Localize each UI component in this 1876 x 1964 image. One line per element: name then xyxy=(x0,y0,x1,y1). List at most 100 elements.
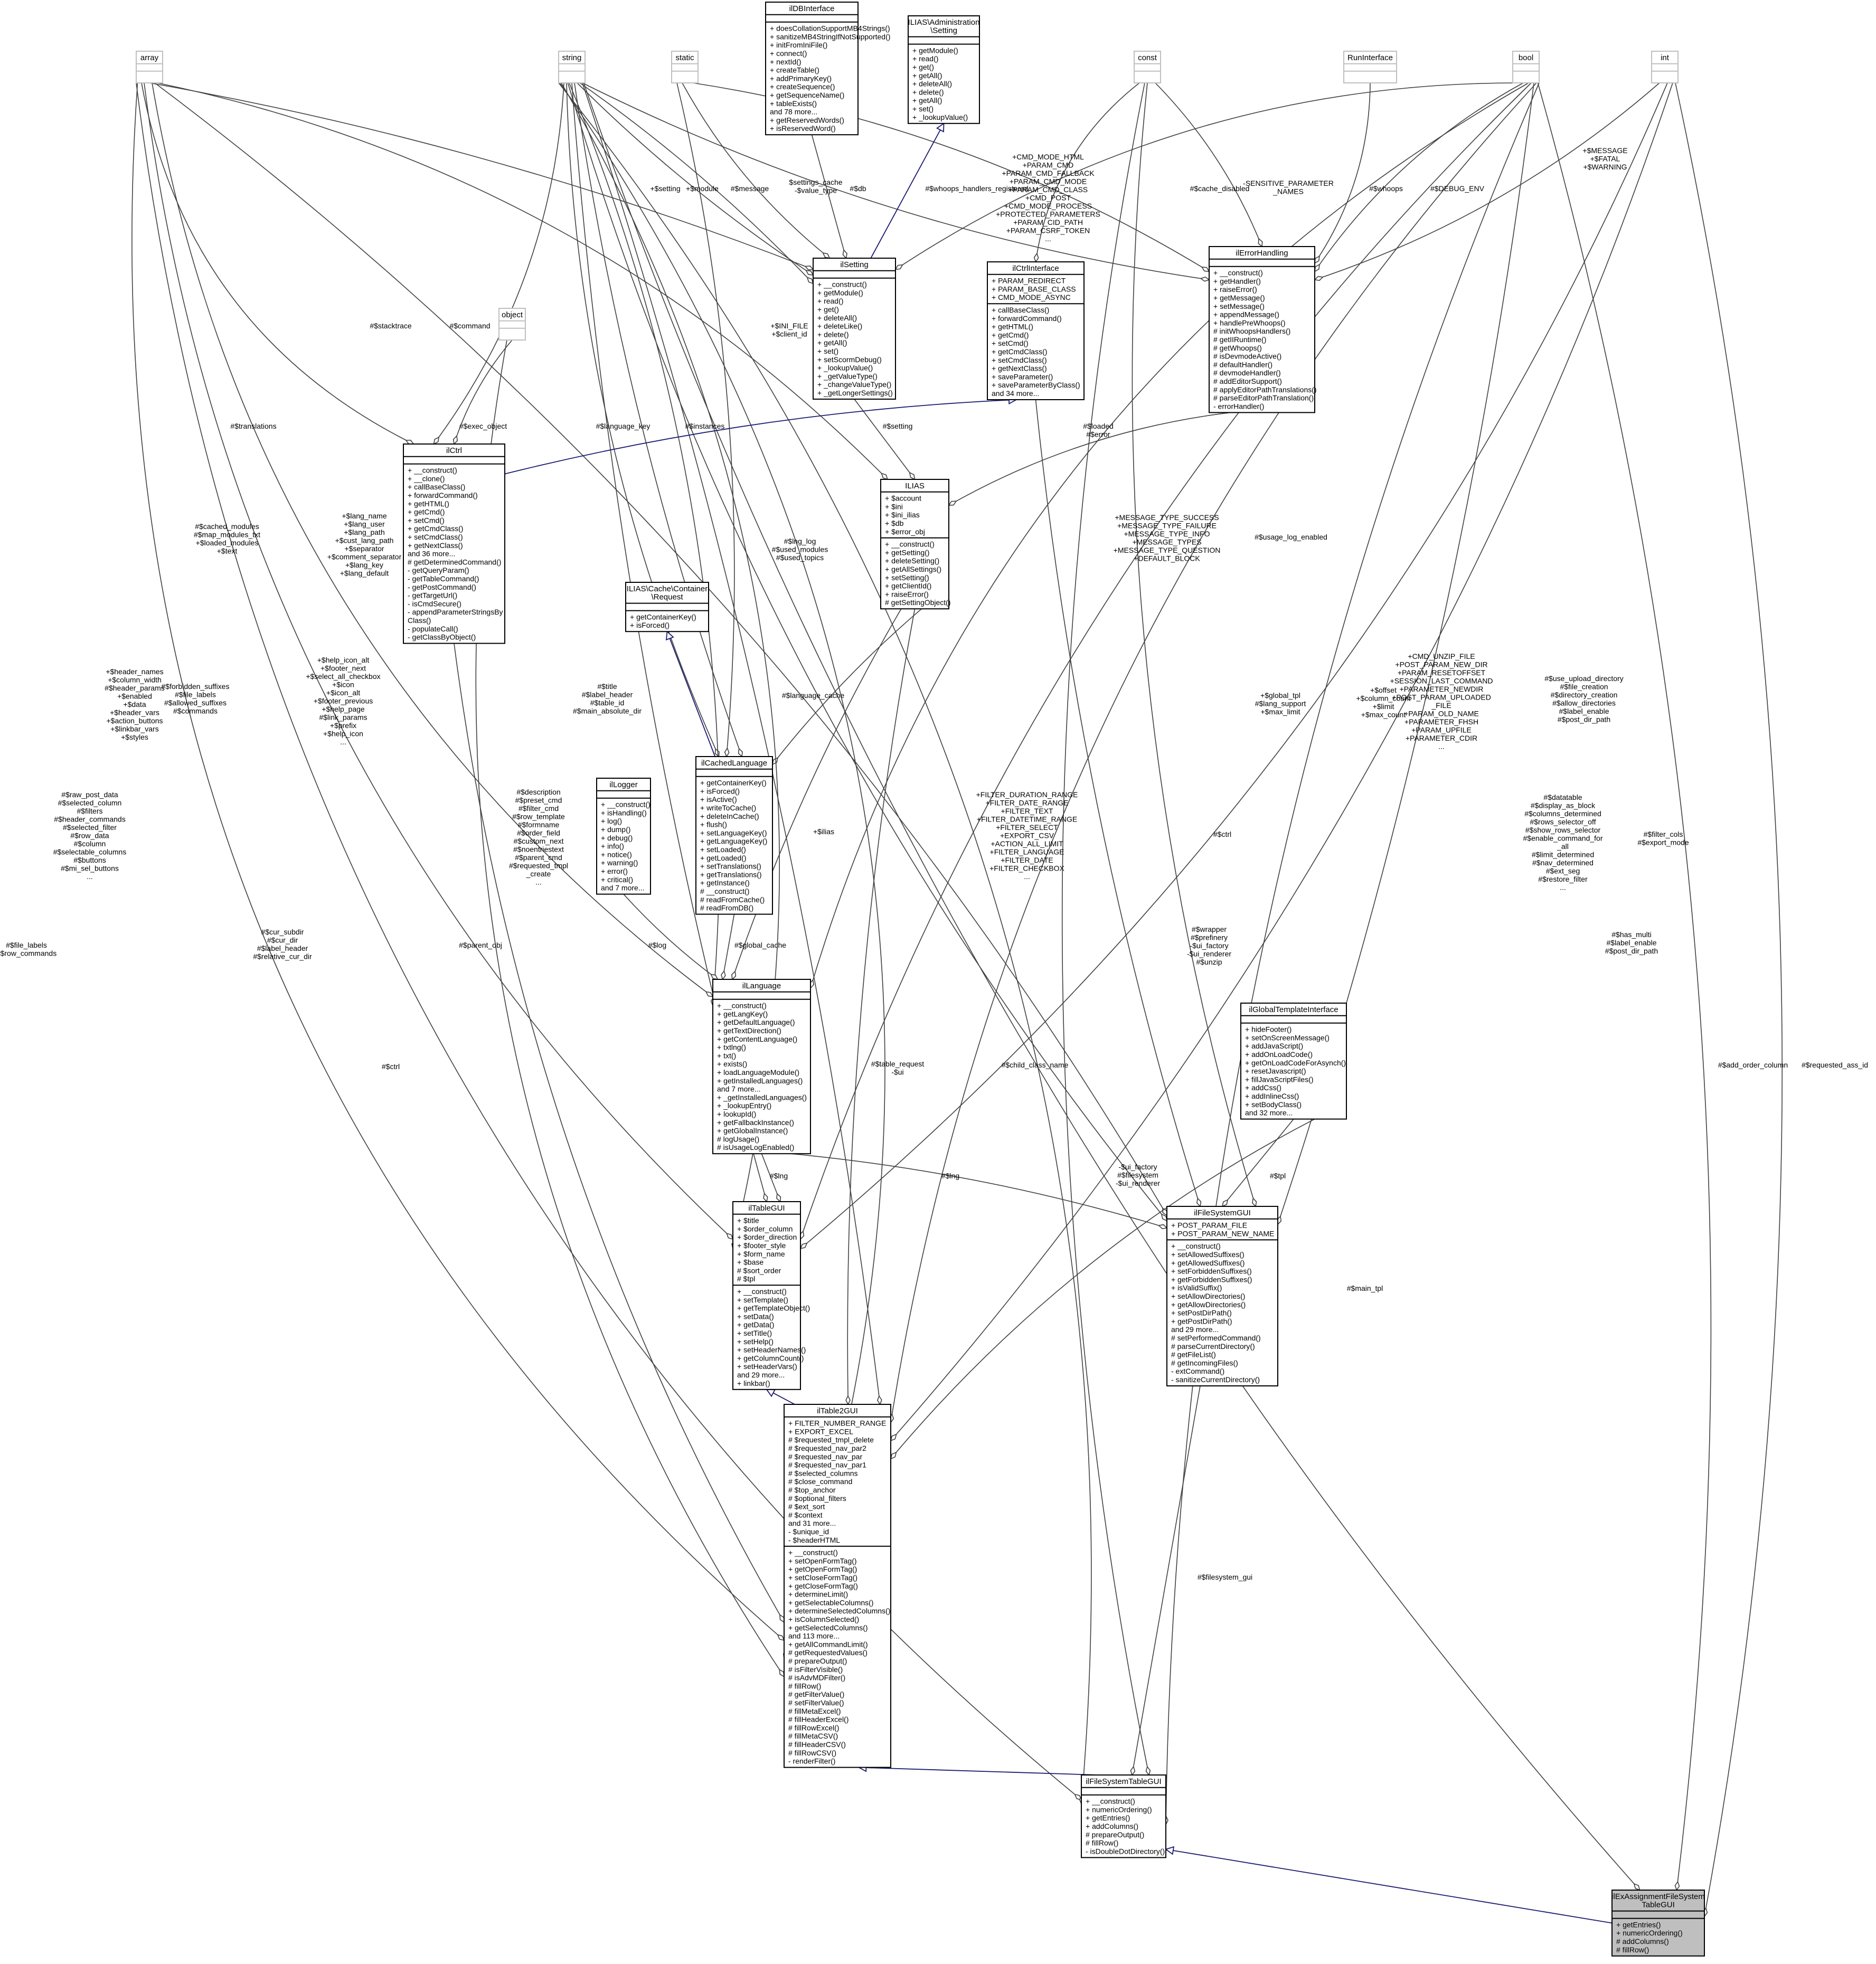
class-member: # $context xyxy=(788,1510,823,1519)
class-node-const[interactable]: const xyxy=(1134,51,1161,83)
class-node-string[interactable]: string xyxy=(558,51,586,83)
edge-label-line: #$lng xyxy=(770,1172,788,1180)
edge-label-line: #$preset_cmd xyxy=(515,796,562,805)
class-node-il-setting[interactable]: ilSetting+ __construct()+ getModule()+ r… xyxy=(813,258,896,400)
edge-label-line: +PARAM_CMD xyxy=(1023,161,1074,169)
class-name: ilLanguage xyxy=(742,981,781,990)
class-method: # getFileList() xyxy=(1171,1351,1216,1359)
class-box xyxy=(695,756,773,915)
class-method: and 29 more... xyxy=(737,1371,785,1379)
class-node-bool[interactable]: bool xyxy=(1512,51,1540,83)
class-node-il-global-template-interface[interactable]: ilGlobalTemplateInterface+ hideFooter()+… xyxy=(1240,1003,1347,1120)
class-method: - getQueryParam() xyxy=(408,566,469,574)
class-method: + setPostDirPath() xyxy=(1171,1309,1232,1317)
edge-label-line: +CMD_POST xyxy=(1025,194,1071,202)
usage-edge xyxy=(579,82,814,284)
class-node-il-ctrl-interface[interactable]: ilCtrlInterface+ PARAM_REDIRECT+ PARAM_B… xyxy=(987,261,1085,400)
class-node-il-logger[interactable]: ilLogger+ __construct()+ isHandling()+ l… xyxy=(596,778,651,895)
class-node-il-table-gui[interactable]: ilTableGUI+ $title+ $order_column+ $orde… xyxy=(732,1201,810,1390)
class-node-request-iface[interactable]: ILIAS\Cache\Container\Request+ getContai… xyxy=(625,582,709,632)
aggregation-diamond xyxy=(721,970,726,980)
edge-label-line: +$global_tpl xyxy=(1260,691,1300,700)
class-node-il-cached-language[interactable]: ilCachedLanguage+ getContainerKey()+ isF… xyxy=(695,756,773,915)
class-node-ilias[interactable]: ILIAS+ $account+ $ini+ $ini_ilias+ $db+ … xyxy=(880,479,951,610)
edge-label-line: #$export_mode xyxy=(1637,838,1689,847)
edge-label-line: #$show_rows_selector xyxy=(1525,826,1601,834)
class-method: # isDevmodeActive() xyxy=(1213,352,1281,361)
aggregation-diamond xyxy=(405,440,414,445)
class-node-il-error-handling[interactable]: ilErrorHandling+ __construct()+ getHandl… xyxy=(1209,246,1317,413)
class-node-il-file-system-table-gui[interactable]: ilFileSystemTableGUI+ __construct()+ num… xyxy=(1081,1774,1166,1858)
edge-label-line: #$row_data xyxy=(70,832,109,840)
class-node-il-file-system-gui[interactable]: ilFileSystemGUI+ POST_PARAM_FILE+ POST_P… xyxy=(1166,1206,1278,1386)
class-name: string xyxy=(562,53,582,62)
edge-label-line: ... xyxy=(1438,742,1445,751)
usage-edge xyxy=(854,399,916,480)
class-node-il-ctrl[interactable]: ilCtrl+ __construct()+ __clone()+ callBa… xyxy=(403,443,505,644)
edge-label-line: +$header_names xyxy=(106,667,163,676)
class-method: + addInlineCss() xyxy=(1245,1092,1299,1100)
class-method: - getClassByObject() xyxy=(408,633,476,641)
edge-label-line: #$stacktrace xyxy=(370,322,412,330)
usage-edge xyxy=(800,82,1532,1240)
edge-label-line: +$column_count xyxy=(1356,694,1410,703)
class-method: + numericOrdering() xyxy=(1086,1805,1152,1814)
class-node-il-table2-gui[interactable]: ilTable2GUI+ FILTER_NUMBER_RANGE+ EXPORT… xyxy=(784,1404,891,1768)
edge-label-parent-obj: #$parent_obj xyxy=(459,941,502,949)
aggregation-diamond xyxy=(948,501,957,506)
edge-label-line: +$action_buttons xyxy=(106,716,163,725)
edge-label-line: +$footer_next xyxy=(320,664,366,673)
edge-label-setting-l: +$setting xyxy=(650,184,680,193)
edge-label-global-tpl: +$global_tpl#$lang_support+$max_limit xyxy=(1255,691,1306,716)
class-node-array[interactable]: array xyxy=(136,51,163,83)
aggregation-diamond xyxy=(1314,276,1324,281)
class-box xyxy=(1081,1774,1166,1858)
class-method: # readFromCache() xyxy=(700,895,765,904)
edge-label-line: #$order_field xyxy=(517,829,560,837)
class-method: + isHandling() xyxy=(601,808,647,817)
edge-label-line: #$log xyxy=(648,941,666,949)
class-method: + _getValueType() xyxy=(817,372,878,380)
class-method: + __clone() xyxy=(408,474,445,483)
class-method: + get() xyxy=(817,305,839,314)
class-method: # defaultHandler() xyxy=(1213,360,1272,369)
class-node-int[interactable]: int xyxy=(1651,51,1679,83)
class-node-run-interface[interactable]: RunInterface xyxy=(1343,51,1397,83)
edge-label-whoops: #$whoops xyxy=(1369,184,1403,193)
class-method: + _lookupEntry() xyxy=(717,1101,771,1110)
edge-label-line: +FILTER_DATETIME_RANGE xyxy=(977,815,1077,824)
class-node-il-setting-iface[interactable]: ILIAS\Administration\Setting+ getModule(… xyxy=(908,15,980,124)
edge-label-line: +EXPORT_CSV xyxy=(1000,832,1054,840)
edge-label-line: #$used_modules xyxy=(772,545,828,554)
usage-edge xyxy=(895,82,1519,270)
edge-label-exec-object: #$exec_object xyxy=(459,422,507,430)
aggregation-diamond xyxy=(806,277,814,285)
class-method: + getInstance() xyxy=(700,879,750,887)
class-node-static[interactable]: static xyxy=(671,51,699,83)
class-node-il-language[interactable]: ilLanguage+ __construct()+ getLangKey()+… xyxy=(712,979,811,1155)
edge-label-line: #$display_as_block xyxy=(1531,801,1596,810)
edge-label-line: #$title xyxy=(597,682,617,691)
edge-label-line: ... xyxy=(1045,234,1051,243)
class-method: + callBaseClass() xyxy=(992,306,1049,314)
class-method: + setCmd() xyxy=(992,339,1029,347)
edge-label-msg-types: +MESSAGE_TYPE_SUCCESS+MESSAGE_TYPE_FAILU… xyxy=(1114,513,1221,563)
class-method: # fillRowExcel() xyxy=(788,1723,839,1732)
edge-label-line: +FILTER_DURATION_RANGE xyxy=(976,790,1078,799)
class-method: + getNextClass() xyxy=(408,541,463,550)
edge-label-line: #$datatable xyxy=(1543,793,1582,801)
edge-label-line: +$lang_path xyxy=(344,528,384,536)
class-box xyxy=(908,15,980,124)
class-node-object[interactable]: object xyxy=(498,308,526,341)
class-method: + addColumns() xyxy=(1086,1822,1138,1830)
diagram-edge-labels: #$stacktrace#$command#$exec_object#$tran… xyxy=(0,146,1868,1581)
usage-edge xyxy=(1155,82,1262,247)
edge-label-line: #$allowed_suffixes xyxy=(164,698,227,707)
aggregation-diamond xyxy=(1258,238,1263,248)
class-node-il-dbinterface[interactable]: ilDBInterface+ doesCollationSupportMB4St… xyxy=(765,2,890,136)
edge-label-line: _FILE xyxy=(1431,701,1451,710)
edge-label-ilias: +$ilias xyxy=(813,827,834,836)
edge-label-line: +$max_limit xyxy=(1260,707,1300,716)
